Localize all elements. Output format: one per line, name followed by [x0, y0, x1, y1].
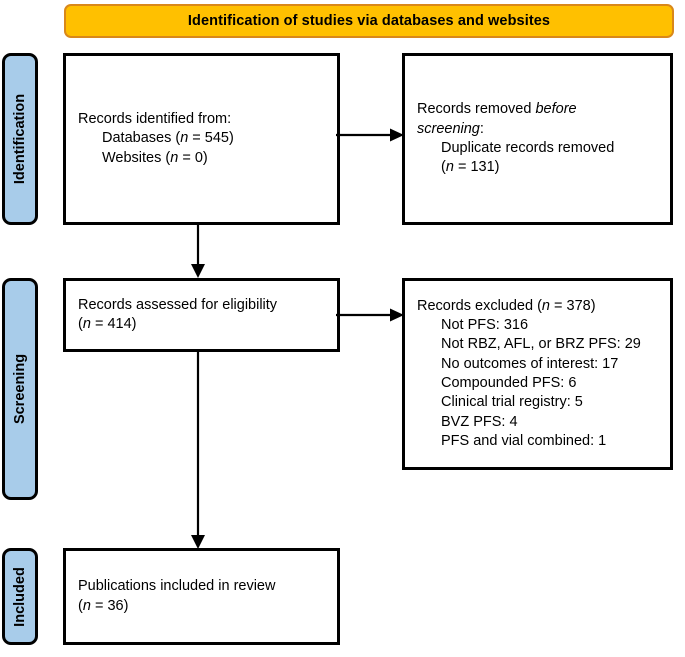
box-records-excluded-title: Records excluded (n = 378): [417, 297, 658, 316]
exclusion-reason: BVZ PFS: 4: [441, 413, 518, 430]
stage-label-screening-text: Screening: [12, 353, 29, 425]
box-records-assessed-count: (n = 414): [78, 315, 325, 334]
exclusion-reason: Compounded PFS: 6: [441, 375, 577, 391]
databases-n-symbol: n: [180, 130, 189, 147]
included-count-suffix: = 36): [90, 597, 129, 614]
stage-label-included: Included: [2, 548, 38, 645]
box-publications-included: Publications included in review (n = 36): [63, 548, 340, 645]
box-records-removed-title-line1: Records removed before: [417, 100, 658, 119]
assessed-count-symbol: n: [82, 316, 91, 332]
box-records-excluded: Records excluded (n = 378) Not PFS: 316 …: [402, 278, 673, 470]
excluded-title-suffix: = 378): [550, 297, 596, 314]
websites-label: Websites (: [102, 149, 171, 166]
box-records-identified-websites: Websites (n = 0): [78, 149, 325, 168]
box-records-removed-duplicate-count: (n = 131): [417, 158, 658, 177]
duplicate-count-suffix: = 131): [453, 159, 500, 176]
arrow-assessed-to-included-icon: [191, 349, 205, 549]
box-records-removed-title-line2: screening:: [417, 120, 658, 139]
duplicate-count-symbol: n: [445, 159, 454, 176]
stage-label-identification-text: Identification: [12, 93, 29, 185]
exclusion-reason: PFS and vial combined: 1: [441, 432, 607, 449]
exclusion-reason: Not PFS: 316: [441, 317, 529, 334]
removed-title-prefix: Records removed: [417, 101, 536, 118]
box-records-assessed-title: Records assessed for eligibility: [78, 296, 278, 313]
stage-label-screening: Screening: [2, 278, 38, 500]
stage-label-identification: Identification: [2, 53, 38, 225]
exclusion-reason: Clinical trial registry: 5: [441, 394, 583, 411]
duplicate-count-prefix: (: [441, 159, 446, 176]
header-banner: Identification of studies via databases …: [64, 4, 674, 38]
box-publications-included-count: (n = 36): [78, 597, 325, 616]
box-records-identified: Records identified from: Databases (n = …: [63, 53, 340, 225]
removed-title-italic: before: [535, 101, 577, 118]
removed-title-italic2: screening: [417, 120, 480, 137]
arrow-identified-to-removed-icon: [336, 128, 404, 142]
header-banner-title: Identification of studies via databases …: [187, 13, 551, 29]
exclusion-reason: Not RBZ, AFL, or BRZ PFS: 29: [441, 336, 641, 353]
box-records-assessed: Records assessed for eligibility (n = 41…: [63, 278, 340, 352]
included-count-symbol: n: [82, 597, 91, 614]
removed-title-suffix: :: [479, 120, 484, 137]
box-records-removed-duplicate-label: Duplicate records removed: [441, 140, 615, 156]
excluded-title-prefix: Records excluded (: [417, 297, 542, 314]
box-records-removed: Records removed before screening: Duplic…: [402, 53, 673, 225]
assessed-count-suffix: = 414): [90, 316, 137, 332]
exclusion-reason: No outcomes of interest: 17: [441, 355, 619, 372]
websites-n-symbol: n: [170, 149, 179, 166]
box-publications-included-title: Publications included in review: [78, 578, 276, 595]
websites-n-value: = 0): [178, 149, 208, 166]
box-records-identified-title: Records identified from:: [78, 111, 232, 128]
assessed-count-prefix: (: [78, 316, 83, 332]
included-count-prefix: (: [78, 597, 83, 614]
arrow-assessed-to-excluded-icon: [336, 308, 404, 322]
databases-n-value: = 545): [188, 130, 234, 147]
box-records-identified-databases: Databases (n = 545): [78, 129, 325, 148]
databases-label: Databases (: [102, 130, 181, 147]
stage-label-included-text: Included: [12, 566, 28, 627]
arrow-identified-to-assessed-icon: [191, 222, 205, 278]
excluded-title-symbol: n: [541, 297, 550, 314]
